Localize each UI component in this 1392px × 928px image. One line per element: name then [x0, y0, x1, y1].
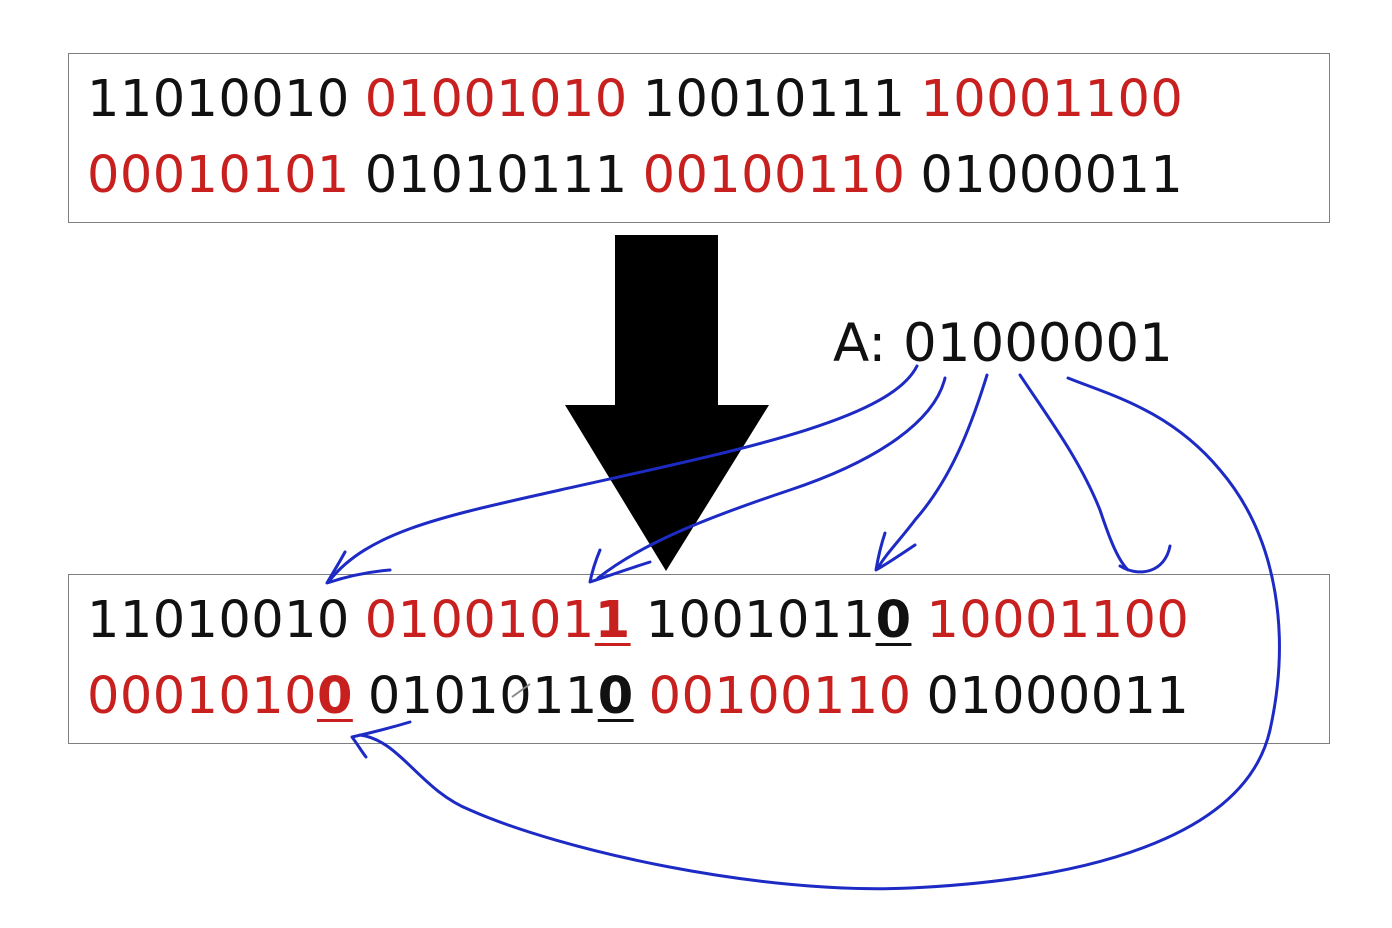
- modified-byte: 01000011: [926, 671, 1189, 722]
- original-byte: 10001100: [920, 70, 1184, 129]
- modified-byte: 01010110: [368, 671, 634, 722]
- modified-byte: 00010100: [87, 671, 353, 722]
- original-byte: 00010101: [87, 146, 350, 205]
- byte-prefix: 0101011: [367, 667, 598, 726]
- original-byte: 01001010: [364, 70, 628, 129]
- embedded-bit: 1: [594, 591, 631, 650]
- modified-line-1: 11010010 01001011 10010110 10001100: [87, 595, 1189, 646]
- byte-prefix: 11010010: [87, 591, 350, 650]
- embedded-bit: 0: [597, 667, 634, 726]
- byte-prefix: 01000011: [926, 667, 1190, 726]
- key-character-label: A: 01000001: [833, 313, 1173, 374]
- byte-prefix: 0100101: [364, 591, 595, 650]
- modified-byte: 00100110: [649, 671, 912, 722]
- embedded-bit: 0: [875, 591, 912, 650]
- byte-prefix: 1001011: [645, 591, 876, 650]
- modified-byte: 01001011: [365, 595, 631, 646]
- byte-prefix: 00100110: [648, 667, 912, 726]
- byte-prefix: 0001010: [87, 667, 317, 726]
- modified-byte: 10010110: [646, 595, 912, 646]
- modified-byte: 11010010: [87, 595, 350, 646]
- byte-prefix: 10001100: [926, 591, 1190, 650]
- original-byte: 01010111: [364, 146, 628, 205]
- modified-byte: 10001100: [926, 595, 1189, 646]
- original-byte: 11010010: [87, 70, 350, 129]
- original-byte: 00100110: [642, 146, 906, 205]
- embedded-bit: 0: [316, 667, 353, 726]
- modified-line-2: 00010100 01010110 00100110 01000011: [87, 671, 1189, 722]
- original-byte: 01000011: [920, 146, 1184, 205]
- original-byte: 10010111: [642, 70, 906, 129]
